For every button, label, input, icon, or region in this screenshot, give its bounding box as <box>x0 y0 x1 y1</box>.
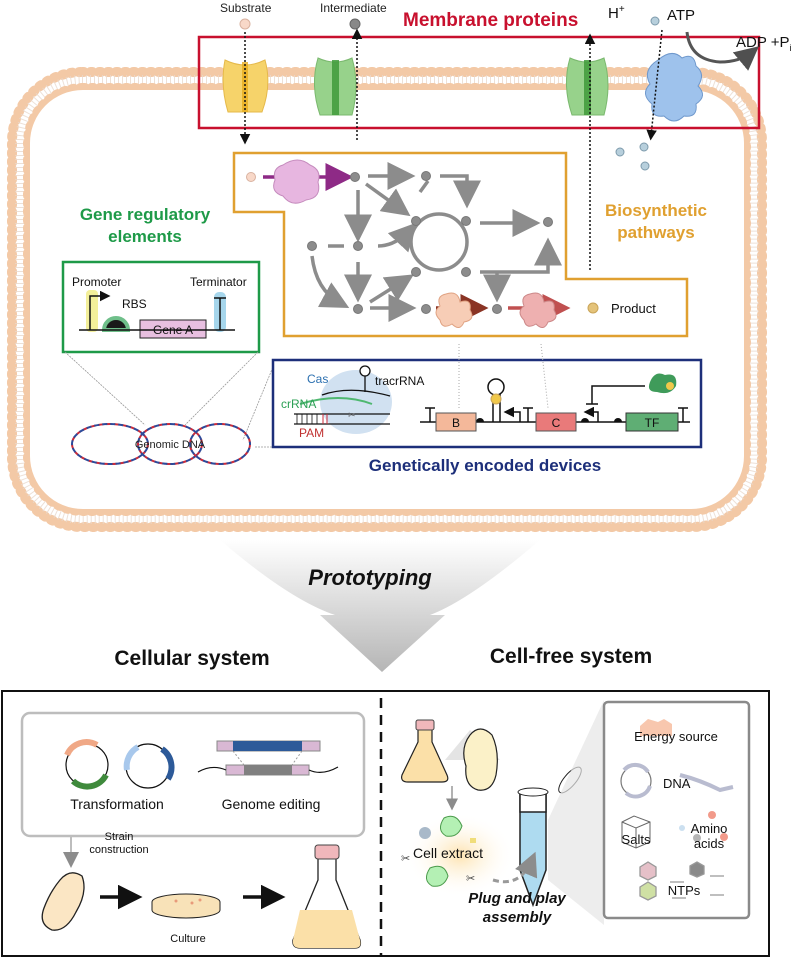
pathways-title-line1: Biosynthetic <box>605 201 707 220</box>
enzyme-c-icon <box>519 292 557 328</box>
svg-text:✂: ✂ <box>348 410 356 420</box>
gene-c-box <box>535 412 577 432</box>
membrane-proteins-title: Membrane proteins <box>403 10 578 31</box>
assembly-arrow <box>492 851 538 884</box>
proton-molecule <box>640 161 650 171</box>
svg-text:✂: ✂ <box>401 853 410 865</box>
intermediate-molecule <box>349 18 361 30</box>
dna-template-icon <box>620 762 734 799</box>
ntps-label: NTPs <box>668 883 701 898</box>
genomic-dna-label: Genomic DNA <box>135 439 206 451</box>
amino-acids-line1: Amino <box>691 821 728 836</box>
amino-acids-line2: acids <box>694 836 725 851</box>
product-label: Product <box>611 301 656 316</box>
crispr-cas-icon: ✂ <box>294 365 392 434</box>
gene-regulatory-title-line1: Gene regulatory <box>80 205 211 224</box>
transformation-label: Transformation <box>70 796 164 812</box>
energy-source-icon <box>640 719 672 736</box>
gene-tf-label: TF <box>645 416 660 430</box>
cell-lysate-icon <box>463 728 498 791</box>
tracrrna-label: tracrRNA <box>375 374 424 388</box>
prototyping-label: Prototyping <box>308 565 432 590</box>
cellular-system-title: Cellular system <box>114 647 269 670</box>
promoter-label: Promoter <box>72 275 121 289</box>
ntps-icon <box>639 861 724 901</box>
plug-and-play-line1: Plug and play <box>468 890 566 907</box>
gene-tf-box <box>625 412 679 432</box>
pathways-box <box>232 151 689 338</box>
rbs-label: RBS <box>122 297 147 311</box>
proton-label: H+ <box>608 4 625 22</box>
intermediate-transporter-icon <box>314 57 357 116</box>
devices-title: Genetically encoded devices <box>369 456 601 475</box>
pam-label: PAM <box>299 426 324 440</box>
substrate-molecule <box>239 18 251 30</box>
culture-label: Culture <box>170 933 205 945</box>
atp-label: ATP <box>667 7 695 24</box>
strain-label-line1: Strain <box>105 831 134 843</box>
dna-label: DNA <box>663 776 691 791</box>
export-transporter-icon <box>566 57 609 116</box>
gene-a-box <box>139 319 207 339</box>
salts-icon <box>621 815 651 849</box>
cell-extract-icon: ✂ ✂ <box>401 815 476 887</box>
components-box <box>602 700 751 920</box>
extract-flask-icon <box>401 719 449 783</box>
substrate-label: Substrate <box>220 1 272 15</box>
gene-regulatory-title-line2: elements <box>108 227 182 246</box>
petri-dish-icon <box>151 893 221 919</box>
strain-label-line2: construction <box>89 844 148 856</box>
gene-b-box <box>435 412 477 432</box>
cas-label: Cas <box>307 372 328 386</box>
promoter-highlight <box>86 290 98 332</box>
svg-text:✂: ✂ <box>466 873 475 885</box>
plasmid-icon <box>123 743 175 789</box>
product-molecule <box>587 302 599 314</box>
plasmid-icon <box>64 739 109 790</box>
genome-editing-icon <box>197 740 339 776</box>
strain-construction-box <box>20 711 366 838</box>
gene-b-label: B <box>452 416 460 430</box>
prototyping-funnel <box>220 540 540 672</box>
atp-synthase-icon <box>645 53 703 122</box>
pathways-title-line2: pathways <box>617 223 694 242</box>
rbs-icon <box>101 316 131 332</box>
crrna-label: crRNA <box>281 397 316 411</box>
gene-c-label: C <box>552 416 561 430</box>
membrane-proteins-box <box>197 35 761 130</box>
cell-icon <box>41 872 85 931</box>
enzyme-b-icon <box>435 292 473 328</box>
energy-source-label: Energy source <box>634 729 718 744</box>
genomic-dna-icon <box>71 423 251 465</box>
metabolite-nodes <box>307 171 553 314</box>
amino-acids-icon <box>679 811 728 842</box>
proton-molecule <box>639 142 649 152</box>
cellfree-system-title: Cell-free system <box>490 645 652 668</box>
promoter-icon <box>89 290 111 330</box>
cell-extract-label: Cell extract <box>413 845 483 861</box>
salts-label: Salts <box>622 832 651 847</box>
culture-flask-icon <box>292 844 362 949</box>
intermediate-label: Intermediate <box>320 1 387 15</box>
proton-molecule <box>615 147 625 157</box>
proton-molecule <box>650 16 660 26</box>
adp-label: ADP +Pi <box>736 34 792 53</box>
plug-and-play-line2: assembly <box>483 909 552 926</box>
genome-editing-label: Genome editing <box>222 796 321 812</box>
terminator-icon <box>214 297 226 330</box>
atp-hydrolysis-arrow <box>685 31 759 71</box>
terminator-label: Terminator <box>190 275 247 289</box>
